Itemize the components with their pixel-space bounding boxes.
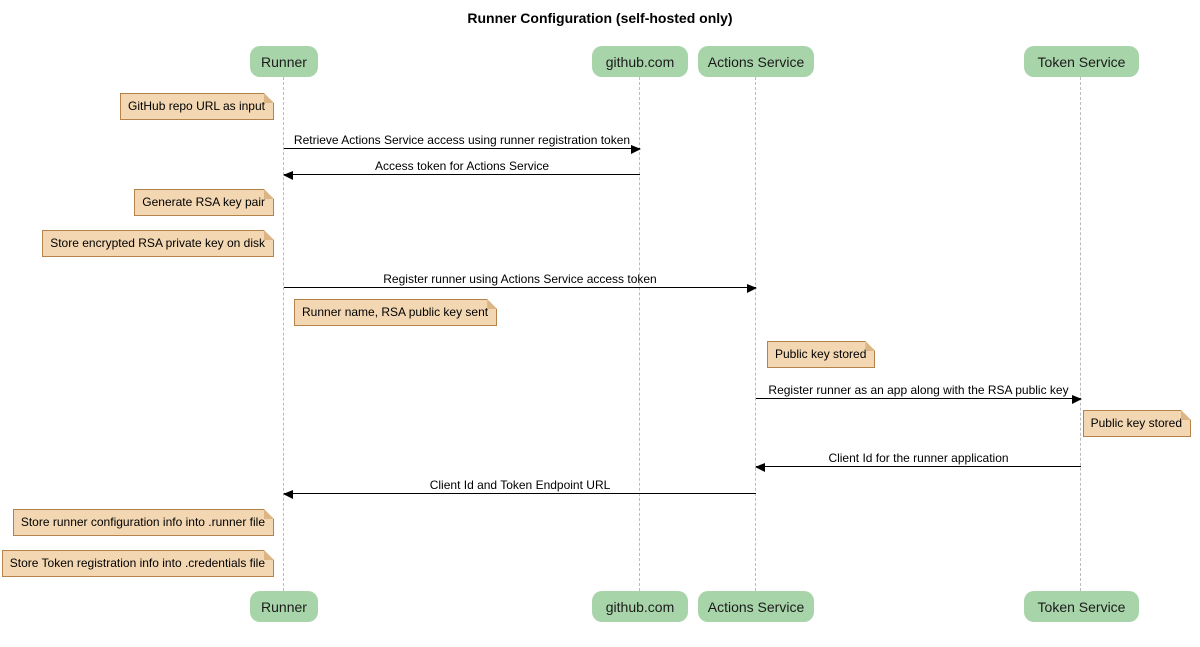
message-line bbox=[756, 395, 1082, 404]
note-text: Public key stored bbox=[775, 347, 867, 361]
actor-label: Actions Service bbox=[707, 53, 805, 70]
arrowhead-left-icon bbox=[283, 171, 293, 180]
actor-label: github.com bbox=[605, 598, 675, 615]
arrowhead-left-icon bbox=[283, 490, 293, 499]
note-fold-icon bbox=[264, 189, 274, 199]
arrowhead-right-icon bbox=[747, 284, 757, 293]
lifeline-github bbox=[639, 77, 640, 591]
note-github-repo-url-input: GitHub repo URL as input bbox=[120, 93, 274, 120]
actor-label: Runner bbox=[261, 598, 307, 615]
message-register-runner: Register runner using Actions Service ac… bbox=[284, 272, 757, 293]
note-store-runner-config: Store runner configuration info into .ru… bbox=[12, 509, 274, 536]
note-store-token-registration: Store Token registration info into .cred… bbox=[1, 550, 274, 577]
message-access-token: Access token for Actions Service bbox=[283, 159, 640, 180]
actor-bottom-actions-service: Actions Service bbox=[698, 591, 814, 622]
note-fold-icon bbox=[264, 93, 274, 103]
message-line bbox=[755, 463, 1081, 472]
arrowhead-left-icon bbox=[755, 463, 765, 472]
actor-top-runner: Runner bbox=[250, 46, 318, 77]
lifeline-actions-service bbox=[755, 77, 756, 591]
actor-label: Token Service bbox=[1037, 53, 1126, 70]
lifeline-runner bbox=[283, 77, 284, 591]
message-client-id-runner-app: Client Id for the runner application bbox=[755, 451, 1081, 472]
arrowhead-right-icon bbox=[1072, 395, 1082, 404]
message-register-runner-as-app: Register runner as an app along with the… bbox=[756, 383, 1082, 404]
note-text: Store encrypted RSA private key on disk bbox=[50, 236, 265, 250]
message-label: Client Id and Token Endpoint URL bbox=[429, 478, 611, 492]
actor-label: Token Service bbox=[1037, 598, 1126, 615]
note-text: Store Token registration info into .cred… bbox=[9, 556, 265, 570]
diagram-title: Runner Configuration (self-hosted only) bbox=[467, 10, 733, 26]
message-line bbox=[284, 145, 641, 154]
message-retrieve-actions-access: Retrieve Actions Service access using ru… bbox=[284, 133, 641, 154]
note-text: Store runner configuration info into .ru… bbox=[20, 515, 265, 529]
message-label: Register runner as an app along with the… bbox=[768, 383, 1069, 397]
note-public-key-stored-actions: Public key stored bbox=[767, 341, 876, 368]
note-runner-name-public-key-sent: Runner name, RSA public key sent bbox=[294, 299, 498, 326]
message-label: Client Id for the runner application bbox=[828, 451, 1009, 465]
actor-top-github: github.com bbox=[592, 46, 688, 77]
message-line bbox=[284, 284, 757, 293]
arrowhead-right-icon bbox=[631, 145, 641, 154]
note-fold-icon bbox=[865, 341, 876, 351]
note-fold-icon bbox=[264, 230, 274, 240]
actor-top-token-service: Token Service bbox=[1024, 46, 1139, 77]
actor-bottom-token-service: Token Service bbox=[1024, 591, 1139, 622]
message-line bbox=[283, 490, 756, 499]
actor-top-actions-service: Actions Service bbox=[698, 46, 814, 77]
note-fold-icon bbox=[487, 299, 498, 309]
note-text: Runner name, RSA public key sent bbox=[302, 305, 489, 319]
note-fold-icon bbox=[1181, 410, 1191, 420]
note-generate-rsa-key-pair: Generate RSA key pair bbox=[134, 189, 274, 216]
note-text: GitHub repo URL as input bbox=[128, 99, 265, 113]
message-client-id-token-endpoint: Client Id and Token Endpoint URL bbox=[283, 478, 756, 499]
message-label: Register runner using Actions Service ac… bbox=[383, 272, 657, 286]
lifeline-token-service bbox=[1080, 77, 1081, 591]
note-text: Generate RSA key pair bbox=[142, 195, 265, 209]
note-text: Public key stored bbox=[1090, 416, 1182, 430]
note-public-key-stored-token: Public key stored bbox=[1082, 410, 1191, 437]
actor-label: Actions Service bbox=[707, 598, 805, 615]
message-line bbox=[283, 171, 640, 180]
actor-label: Runner bbox=[261, 53, 307, 70]
actor-bottom-runner: Runner bbox=[250, 591, 318, 622]
message-label: Access token for Actions Service bbox=[374, 159, 550, 173]
actor-label: github.com bbox=[605, 53, 675, 70]
note-fold-icon bbox=[264, 509, 274, 519]
note-fold-icon bbox=[264, 550, 274, 560]
message-label: Retrieve Actions Service access using ru… bbox=[293, 133, 631, 147]
note-store-encrypted-private-key: Store encrypted RSA private key on disk bbox=[42, 230, 274, 257]
actor-bottom-github: github.com bbox=[592, 591, 688, 622]
